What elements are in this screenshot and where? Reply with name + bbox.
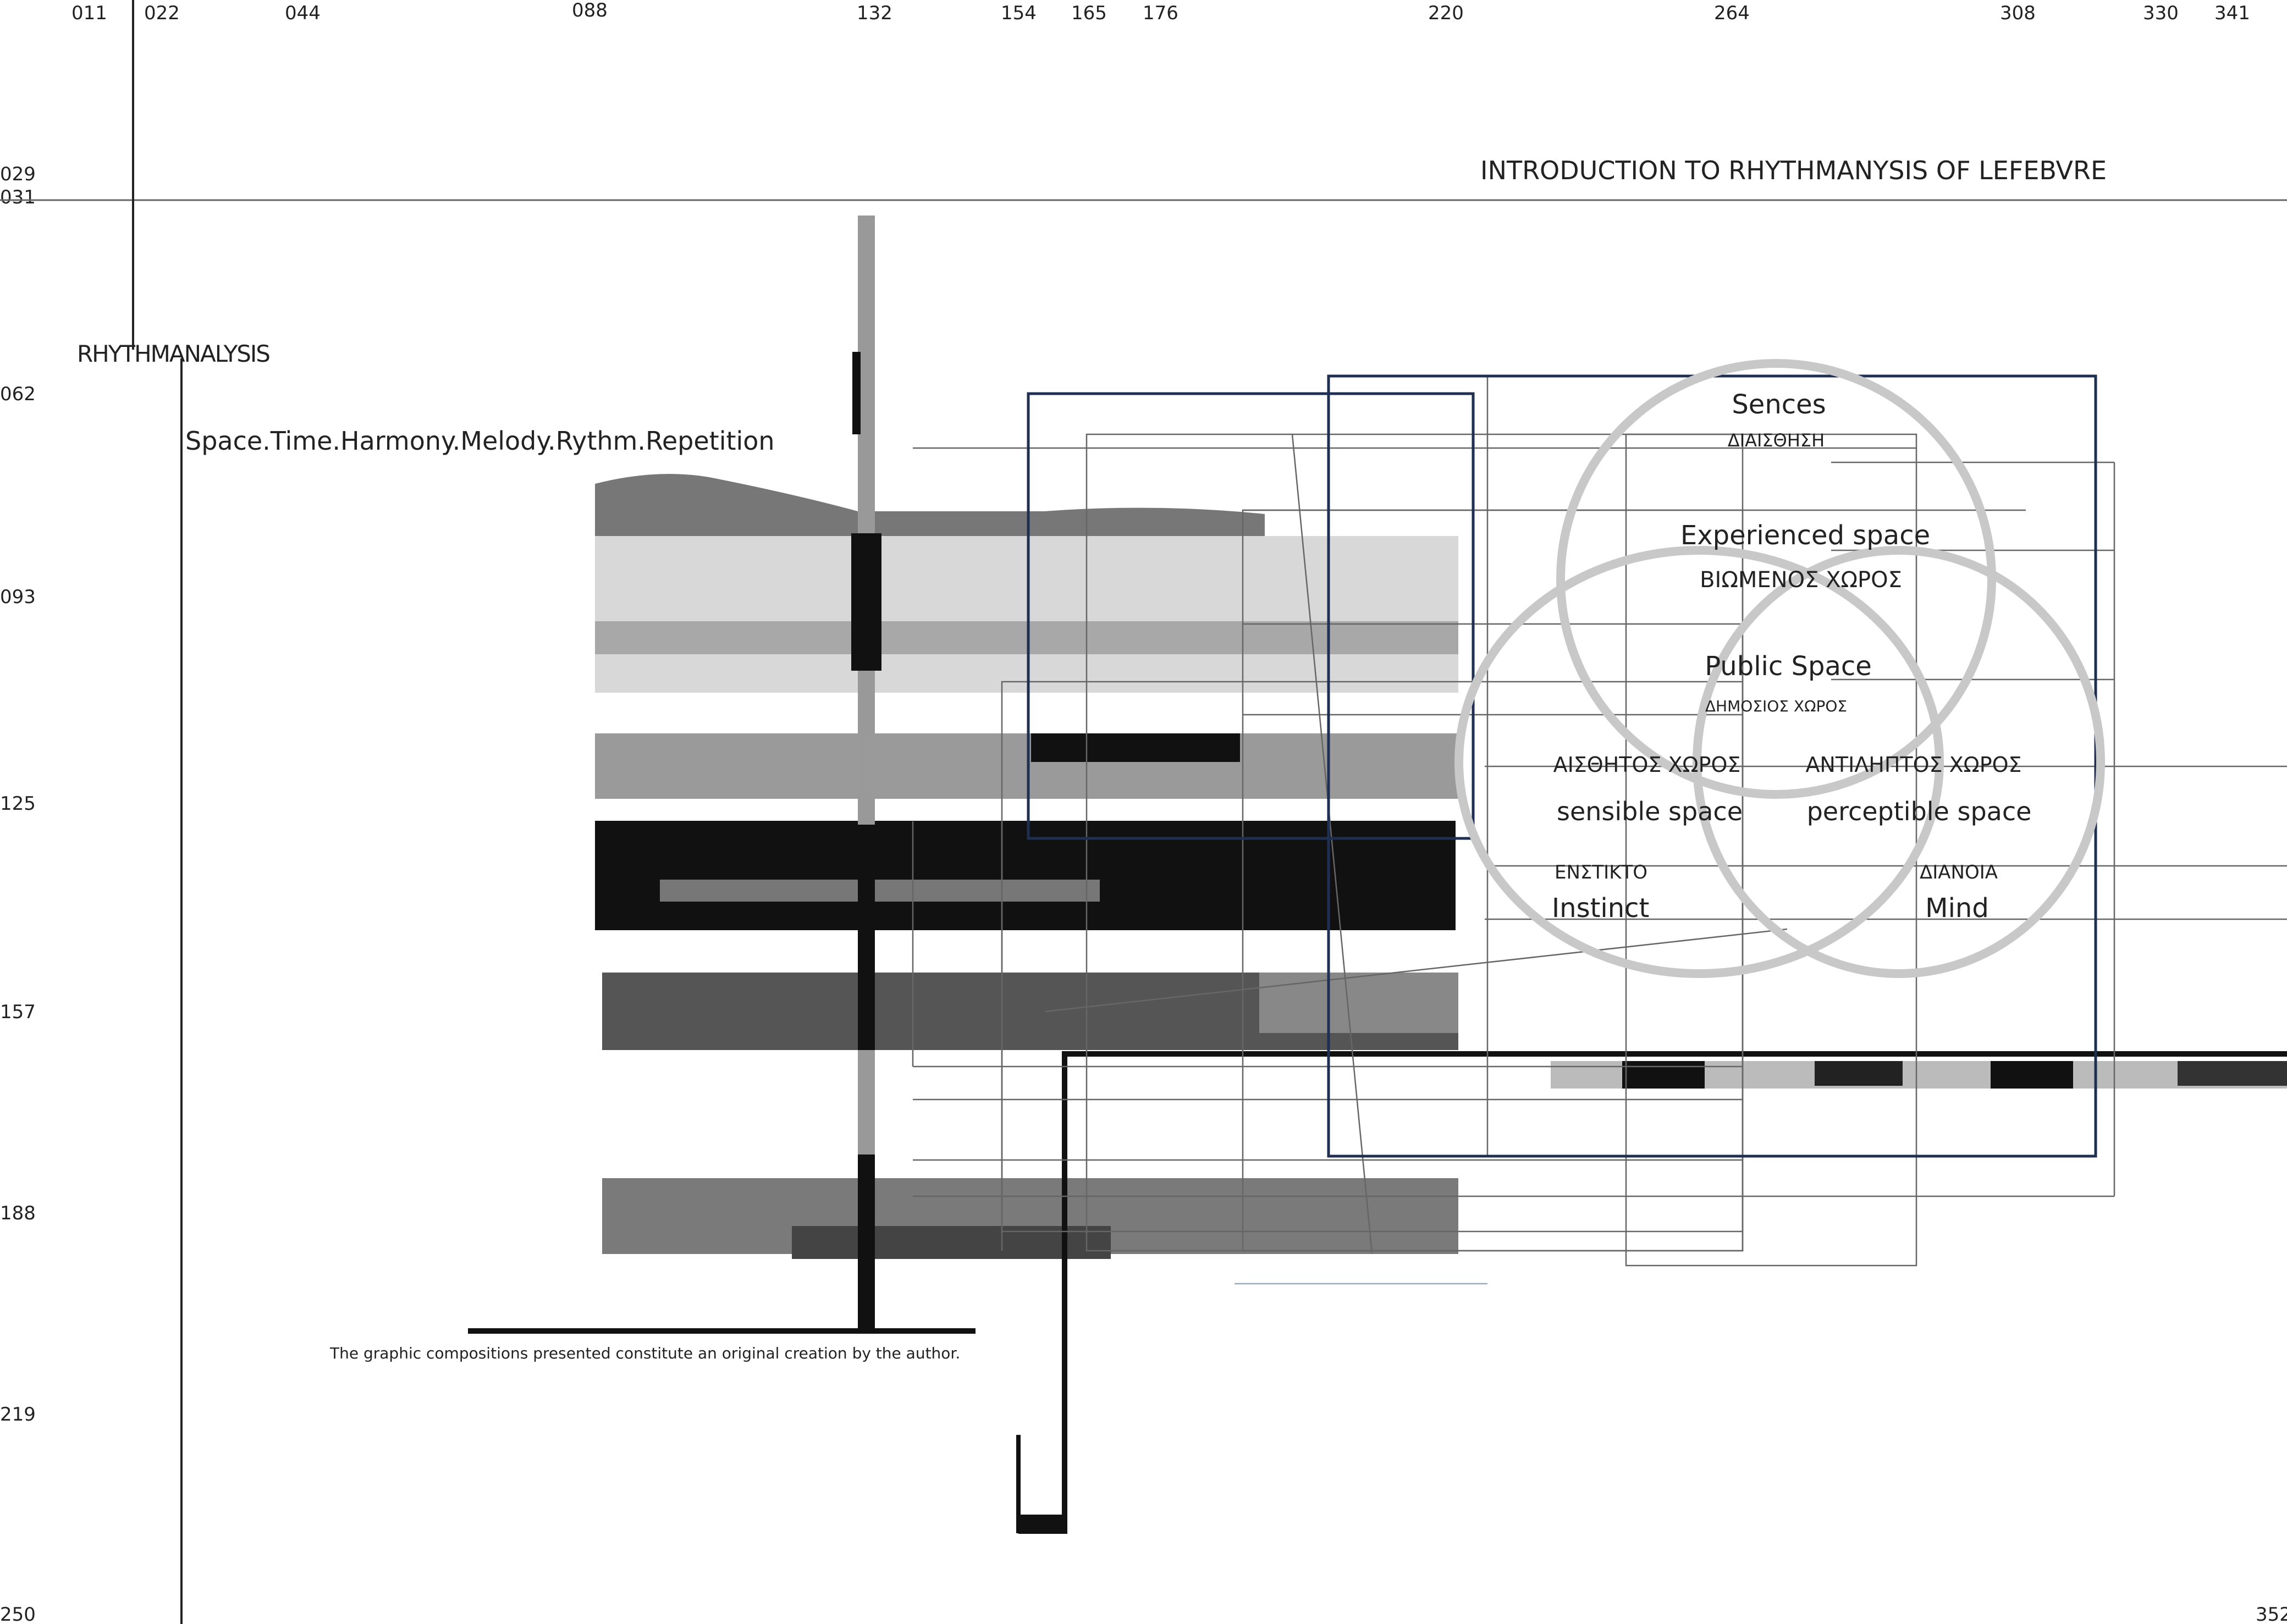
mast-block xyxy=(858,1155,875,1330)
ruler-top-12: 341 xyxy=(2214,2,2250,24)
structure-foot-block xyxy=(1018,1515,1065,1534)
label-public-gr: ΔΗΜΟΣΙΟΣ ΧΩΡΟΣ xyxy=(1705,697,1847,715)
label-senses-gr: ΔΙΑΙΣΘΗΣΗ xyxy=(1728,430,1825,451)
ruler-top-11: 330 xyxy=(2143,2,2179,24)
ruler-left-0: 029 xyxy=(0,163,36,185)
label-experienced-en: Experienced space xyxy=(1680,520,1930,551)
circle-mind xyxy=(1693,546,2105,978)
landscape-hills xyxy=(595,474,1265,544)
ruler-top-4: 132 xyxy=(857,2,892,24)
ruler-top-0: 011 xyxy=(71,2,107,24)
ruler-top-3: 088 xyxy=(572,0,608,21)
mast-block xyxy=(852,352,861,434)
page-title: INTRODUCTION TO RHYTHMANYSIS OF LEFEBVRE xyxy=(1480,156,2107,185)
label-perceptible-gr: ΑΝΤΙΛΗΠΤΟΣ ΧΩΡΟΣ xyxy=(1805,753,2021,777)
label-senses-en: Sences xyxy=(1732,389,1826,420)
ruler-left-5: 157 xyxy=(0,1001,36,1023)
strip-block xyxy=(1622,1061,1705,1089)
ruler-left-8: 250 xyxy=(0,1604,36,1624)
label-instinct-gr: ΕΝΣΤΙΚΤΟ xyxy=(1555,861,1647,883)
collage xyxy=(468,216,2287,1534)
ruler-top-7: 176 xyxy=(1143,2,1178,24)
band-strip xyxy=(595,621,1458,654)
central-mast xyxy=(858,216,875,1330)
label-mind-gr: ΔΙΑΝΟΙΑ xyxy=(1920,861,1998,883)
ruler-left-6: 188 xyxy=(0,1202,36,1224)
label-instinct-en: Instinct xyxy=(1552,893,1649,924)
ruler-top-6: 165 xyxy=(1071,2,1107,24)
ruler-top-2: 044 xyxy=(285,2,321,24)
ruler-left-7: 219 xyxy=(0,1404,36,1426)
ruler-left-2: 062 xyxy=(0,383,36,405)
ruler-left-1: 031 xyxy=(0,186,36,208)
band-block xyxy=(1031,733,1240,762)
mast-block xyxy=(858,825,875,1050)
mast-block xyxy=(851,533,881,671)
venn-diagram xyxy=(1454,359,2105,978)
strip-block xyxy=(1815,1061,1903,1086)
section-title: RHYTHMANALYSIS xyxy=(77,340,269,367)
ruler-top-5: 154 xyxy=(1001,2,1037,24)
label-sensible-en: sensible space xyxy=(1557,797,1743,826)
label-perceptible-en: perceptible space xyxy=(1807,797,2032,826)
label-mind-en: Mind xyxy=(1925,893,1989,924)
author-caption: The graphic compositions presented const… xyxy=(329,1344,960,1362)
band-dark-inset xyxy=(1259,973,1458,1033)
label-experienced-gr: ΒΙΩΜΕΝΟΣ ΧΩΡΟΣ xyxy=(1700,567,1902,593)
band-gray-inset xyxy=(660,880,1100,902)
ruler-left-4: 125 xyxy=(0,793,36,815)
ruler-top-9: 264 xyxy=(1714,2,1750,24)
top-ruler: 011 022 044 088 132 154 165 176 220 264 … xyxy=(71,0,2250,24)
band-gray xyxy=(595,733,1458,799)
ruler-left-3: 093 xyxy=(0,586,36,608)
ruler-top-10: 308 xyxy=(2000,2,2036,24)
ruler-right-bottom: 352 xyxy=(2256,1604,2287,1624)
diagram-labels: Sences ΔΙΑΙΣΘΗΣΗ Experienced space ΒΙΩΜΕ… xyxy=(1552,389,2031,924)
left-ruler: 029 031 062 093 125 157 188 219 250 352 xyxy=(0,163,2287,1624)
strip-block xyxy=(1991,1061,2073,1089)
blue-frame-left xyxy=(1027,392,1475,840)
circle-instinct xyxy=(1454,546,1944,978)
subtitle: Space.Time.Harmony.Melody.Rythm.Repetiti… xyxy=(185,426,775,456)
ruler-top-1: 022 xyxy=(144,2,180,24)
label-sensible-gr: ΑΙΣΘΗΤΟΣ ΧΩΡΟΣ xyxy=(1553,753,1741,777)
label-public-en: Public Space xyxy=(1705,651,1872,682)
strip-block xyxy=(2178,1061,2287,1086)
ruler-top-8: 220 xyxy=(1428,2,1464,24)
